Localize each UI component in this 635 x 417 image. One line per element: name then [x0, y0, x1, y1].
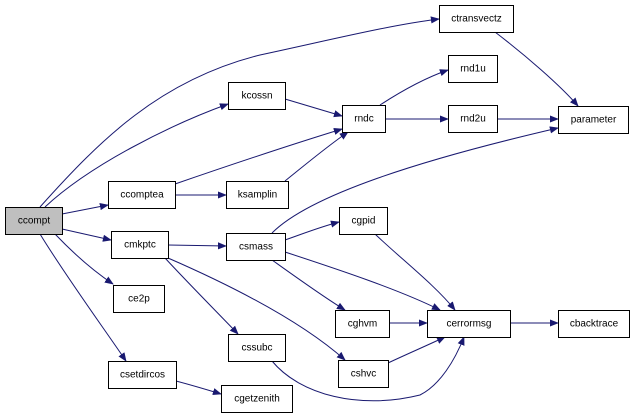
node-label-rnd1u: rnd1u: [460, 64, 486, 75]
node-box-parameter[interactable]: [558, 106, 629, 134]
edge-cmkptc-to-cshvc: [167, 257, 346, 361]
node-box-ccompt[interactable]: [5, 207, 63, 235]
node-box-kcossn[interactable]: [228, 82, 286, 110]
node-label-ksamplin: ksamplin: [238, 190, 277, 201]
node-box-rnd1u[interactable]: [448, 55, 498, 83]
node-label-rnd2u: rnd2u: [460, 114, 486, 125]
edge-ccompt-to-kcossn: [44, 103, 229, 208]
node-box-ksamplin[interactable]: [226, 181, 289, 209]
node-box-cmkptc[interactable]: [111, 231, 169, 259]
node-label-cgpid: cgpid: [352, 216, 376, 227]
node-label-ccompt: ccompt: [18, 216, 50, 227]
node-csmass[interactable]: csmass: [226, 233, 286, 261]
node-cbacktrace[interactable]: cbacktrace: [558, 310, 630, 338]
edge-ccompt-to-csetdircos: [39, 233, 127, 362]
node-ce2p[interactable]: ce2p: [113, 285, 165, 313]
edge-cmkptc-to-csmass: [167, 242, 227, 250]
node-label-cmkptc: cmkptc: [124, 240, 156, 251]
node-parameter[interactable]: parameter: [558, 106, 629, 134]
node-box-cssubc[interactable]: [228, 334, 286, 362]
edge-cgpid-to-cerrormsg: [374, 233, 456, 311]
node-cshvc[interactable]: cshvc: [338, 360, 389, 388]
node-cghvm[interactable]: cghvm: [335, 310, 390, 338]
edge-kcossn-to-rndc: [284, 98, 343, 118]
edge-ccomptea-to-rndc: [174, 127, 343, 185]
node-cssubc[interactable]: cssubc: [228, 334, 286, 362]
node-rnd1u[interactable]: rnd1u: [448, 55, 498, 83]
node-label-ctransvectz: ctransvectz: [451, 14, 502, 25]
node-ccompt[interactable]: ccompt: [5, 207, 63, 235]
node-cerrormsg[interactable]: cerrormsg: [427, 310, 511, 338]
node-label-parameter: parameter: [571, 115, 617, 126]
node-box-cshvc[interactable]: [338, 360, 389, 388]
node-label-rndc: rndc: [354, 114, 373, 125]
edge-ctransvectz-to-parameter: [494, 31, 579, 107]
node-label-cshvc: cshvc: [351, 369, 377, 380]
edge-csmass-to-cgpid: [284, 220, 340, 241]
nodes: ccompt ctransvectz kcossn rndc rnd1u rnd2u par…: [5, 5, 630, 413]
node-box-rnd2u[interactable]: [448, 105, 498, 133]
node-box-cerrormsg[interactable]: [427, 310, 511, 338]
node-cmkptc[interactable]: cmkptc: [111, 231, 169, 259]
edge-csetdircos-to-cgetzenith: [175, 380, 222, 396]
node-csetdircos[interactable]: csetdircos: [108, 361, 177, 389]
edge-ksamplin-to-rndc: [284, 131, 349, 182]
node-cgetzenith[interactable]: cgetzenith: [221, 385, 293, 413]
edge-csmass-to-parameter: [271, 126, 559, 234]
node-ccomptea[interactable]: ccomptea: [108, 181, 176, 209]
node-box-ctransvectz[interactable]: [439, 5, 514, 33]
node-box-cgpid[interactable]: [339, 207, 388, 235]
edge-cmkptc-to-cssubc: [164, 257, 239, 335]
node-box-ccomptea[interactable]: [108, 181, 176, 209]
edge-ccompt-to-ctransvectz: [39, 16, 440, 208]
node-label-csetdircos: csetdircos: [120, 370, 165, 381]
node-box-cgetzenith[interactable]: [221, 385, 293, 413]
node-label-cerrormsg: cerrormsg: [446, 319, 491, 330]
node-rndc[interactable]: rndc: [342, 105, 386, 133]
node-cgpid[interactable]: cgpid: [339, 207, 388, 235]
edges: [39, 16, 579, 402]
edge-cssubc-to-cerrormsg: [271, 336, 465, 402]
node-label-csmass: csmass: [239, 242, 273, 253]
node-box-rndc[interactable]: [342, 105, 386, 133]
node-label-cbacktrace: cbacktrace: [570, 319, 619, 330]
node-ksamplin[interactable]: ksamplin: [226, 181, 289, 209]
node-box-cghvm[interactable]: [335, 310, 390, 338]
edge-rndc-to-rnd1u: [379, 69, 449, 106]
node-label-ce2p: ce2p: [128, 294, 150, 305]
edge-cshvc-to-cerrormsg: [387, 336, 446, 364]
edge-csmass-to-cghvm: [271, 259, 346, 311]
edge-ccompt-to-ce2p: [54, 233, 114, 285]
node-box-cbacktrace[interactable]: [558, 310, 630, 338]
node-box-csetdircos[interactable]: [108, 361, 177, 389]
node-label-cssubc: cssubc: [241, 343, 272, 354]
node-label-ccomptea: ccomptea: [120, 190, 164, 201]
node-label-cgetzenith: cgetzenith: [234, 394, 280, 405]
node-kcossn[interactable]: kcossn: [228, 82, 286, 110]
node-ctransvectz[interactable]: ctransvectz: [439, 5, 514, 33]
node-box-ce2p[interactable]: [113, 285, 165, 313]
edge-ccompt-to-ccomptea: [61, 203, 109, 215]
edge-csmass-to-cerrormsg: [284, 251, 441, 311]
node-label-kcossn: kcossn: [241, 91, 272, 102]
edge-ccompt-to-cmkptc: [61, 228, 112, 242]
node-box-csmass[interactable]: [226, 233, 286, 261]
node-label-cghvm: cghvm: [348, 319, 377, 330]
node-rnd2u[interactable]: rnd2u: [448, 105, 498, 133]
